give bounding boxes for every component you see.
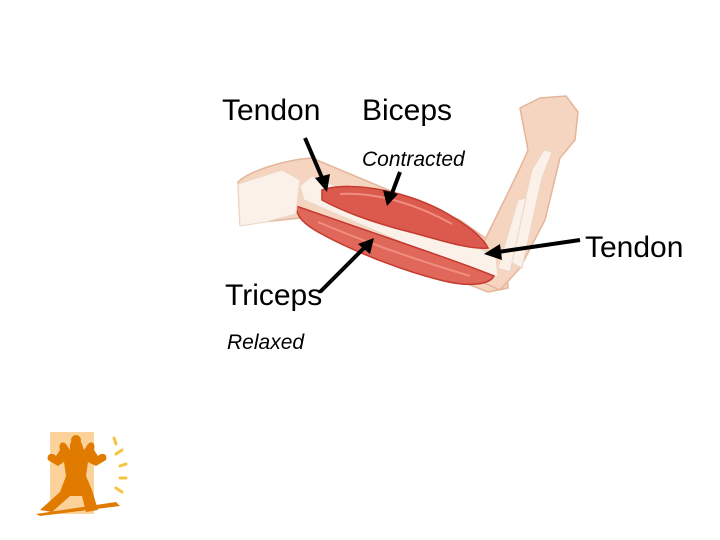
label-biceps: Biceps — [362, 96, 452, 126]
label-tendon-top: Tendon — [222, 96, 320, 126]
label-tendon-right: Tendon — [585, 233, 683, 263]
label-relaxed: Relaxed — [227, 332, 304, 353]
bodybuilder-logo-icon — [36, 430, 132, 516]
label-contracted: Contracted — [362, 149, 465, 170]
label-triceps: Triceps — [225, 281, 322, 311]
